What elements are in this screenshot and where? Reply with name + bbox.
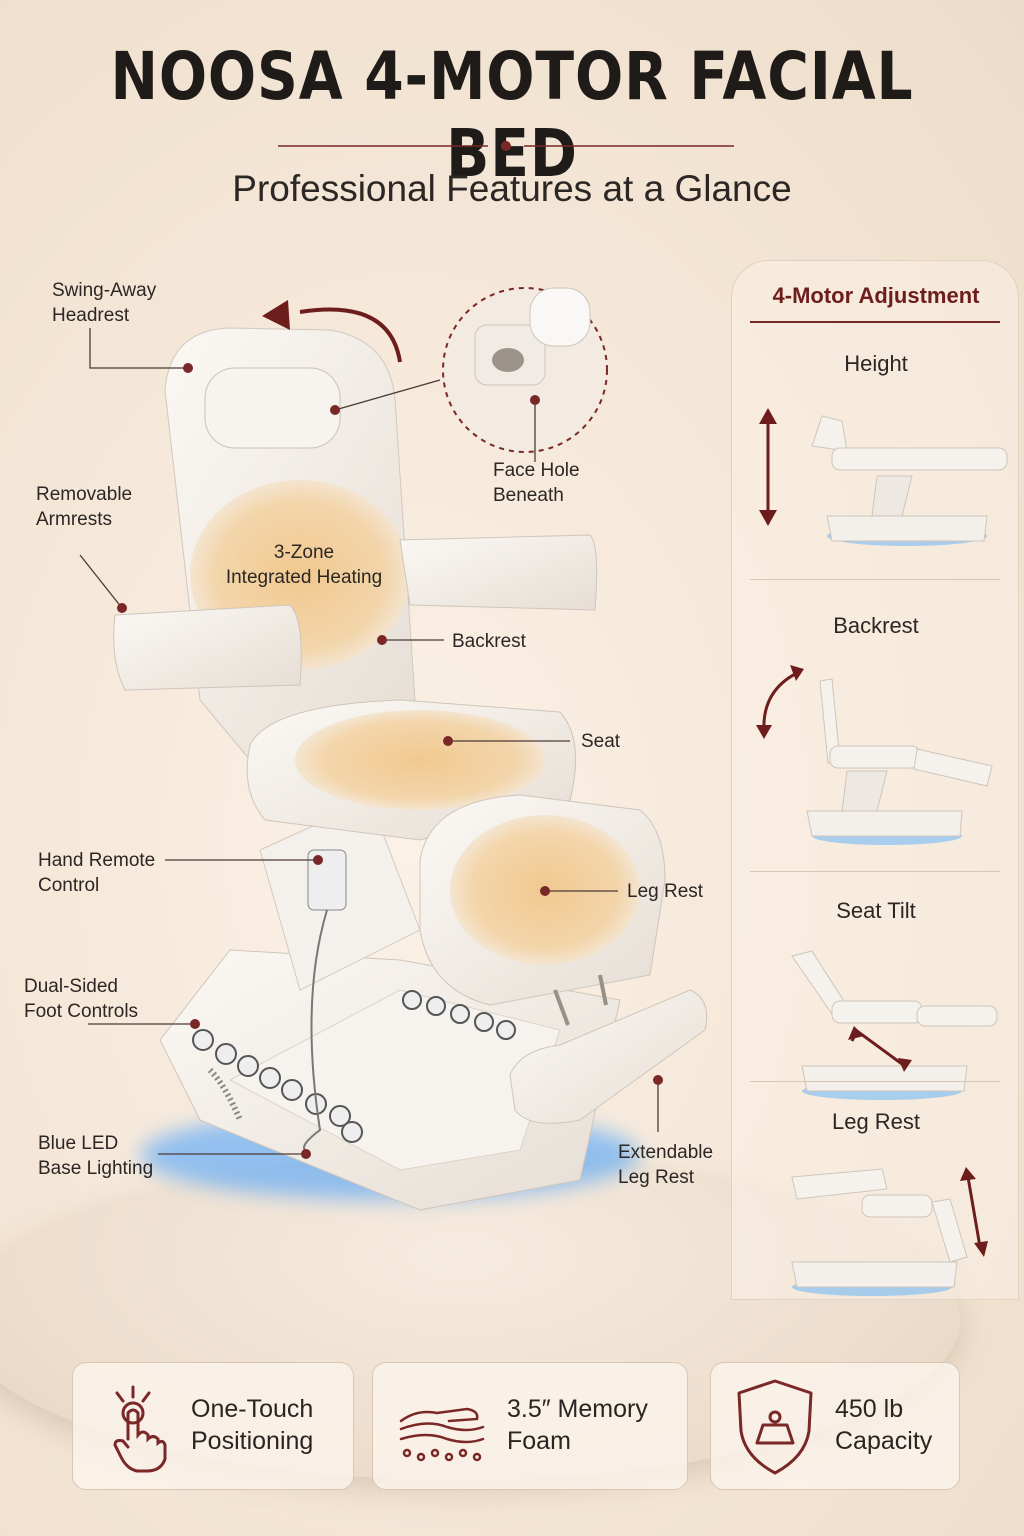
label-foot-controls: Dual-Sided Foot Controls	[24, 976, 139, 1022]
touch-hand-icon	[113, 1385, 167, 1473]
label-leg-rest: Leg Rest	[627, 881, 704, 902]
backrest-adjust-diagram	[756, 665, 993, 845]
adjustment-backrest: Backrest	[732, 613, 1020, 873]
page-subtitle: Professional Features at a Glance	[232, 168, 792, 209]
feature-text-line: Positioning	[191, 1427, 314, 1455]
section-divider	[750, 1081, 1000, 1082]
label-swing-away-headrest: Swing-Away Headrest	[52, 280, 157, 326]
label-removable-armrests: Removable Armrests	[36, 484, 133, 530]
section-divider	[750, 871, 1000, 872]
feature-card-one-touch: One-Touch Positioning	[72, 1362, 354, 1490]
adjustment-seat-tilt: Seat Tilt	[732, 898, 1020, 1118]
feature-text-line: 3.5″ Memory	[507, 1395, 648, 1423]
section-title-leg-rest: Leg Rest	[831, 1109, 921, 1134]
label-hand-remote: Hand Remote Control	[38, 850, 156, 896]
label-heating-zones: 3-Zone Integrated Heating	[225, 542, 383, 588]
label-face-hole: Face Hole Beneath	[493, 460, 580, 506]
adjustment-panel: 4-Motor Adjustment Height Backrest	[731, 260, 1019, 1300]
section-title-height: Height	[844, 351, 908, 376]
memory-foam-icon	[399, 1407, 485, 1462]
seat-tilt-diagram	[791, 950, 998, 1100]
panel-title: 4-Motor Adjustment	[772, 283, 980, 308]
facial-bed-illustration	[79, 287, 708, 1211]
panel-title-rule	[750, 321, 1000, 323]
feature-card-capacity: 450 lb Capacity	[710, 1362, 960, 1490]
section-title-seat-tilt: Seat Tilt	[836, 898, 916, 923]
feature-text-line: 450 lb	[835, 1395, 904, 1423]
feature-card-memory-foam: 3.5″ Memory Foam	[372, 1362, 688, 1490]
section-title-backrest: Backrest	[833, 613, 919, 638]
height-adjust-diagram	[759, 408, 1008, 546]
feature-text-line: Foam	[507, 1427, 571, 1455]
leg-rest-adjust-diagram	[791, 1167, 988, 1296]
page-title: NOOSA 4-MOTOR FACIAL BED	[110, 38, 914, 192]
section-divider	[750, 579, 1000, 580]
label-led-lighting: Blue LED Base Lighting	[38, 1133, 154, 1179]
adjustment-leg-rest: Leg Rest	[732, 1109, 1020, 1299]
label-seat: Seat	[581, 731, 621, 752]
feature-text-line: One-Touch	[191, 1395, 314, 1423]
title-divider	[278, 141, 734, 151]
label-backrest: Backrest	[452, 631, 526, 652]
adjustment-height: Height	[732, 351, 1020, 581]
feature-text-line: Capacity	[835, 1427, 933, 1455]
label-extendable-leg-rest: Extendable Leg Rest	[618, 1142, 714, 1188]
weight-shield-icon	[737, 1379, 813, 1475]
